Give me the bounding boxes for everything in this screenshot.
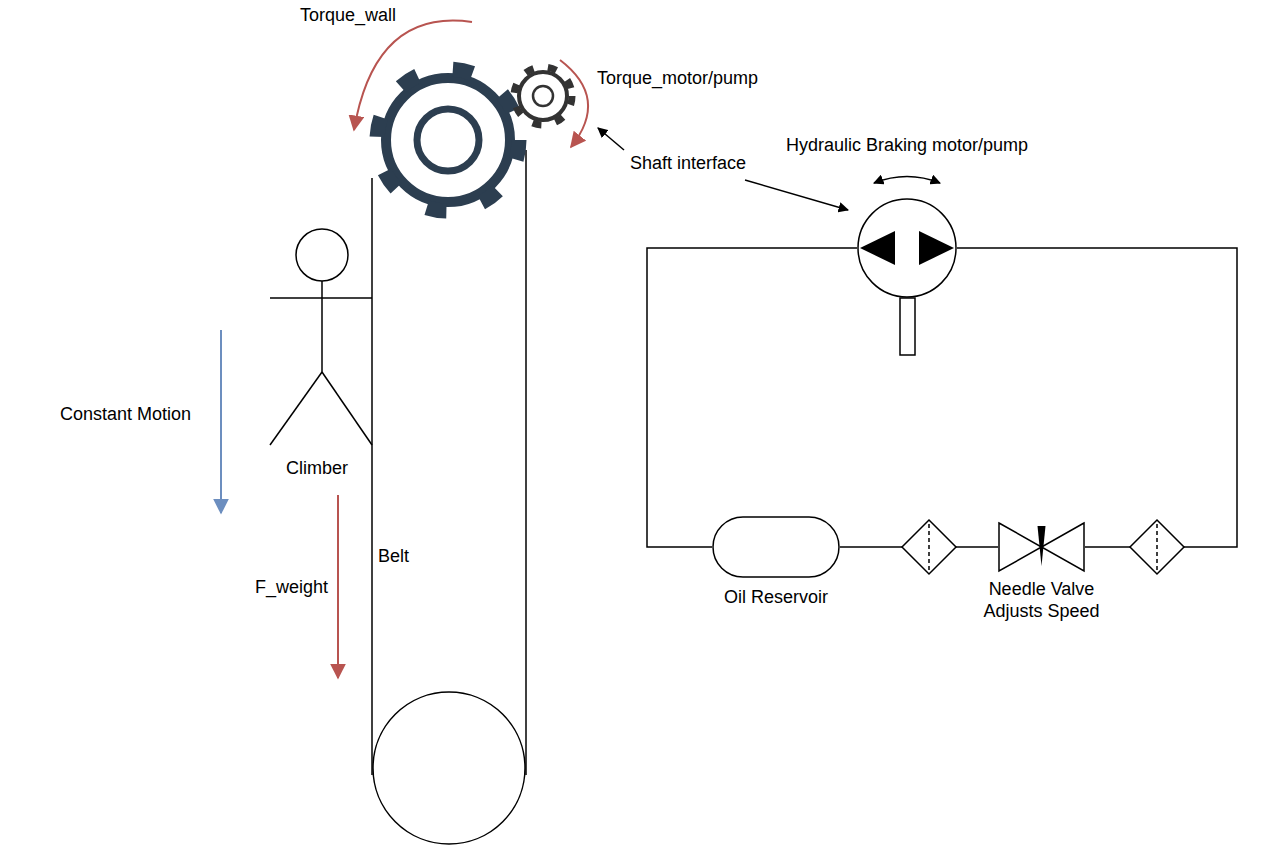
motion-arrow <box>220 330 222 513</box>
needle-valve: Needle Valve Adjusts Speed <box>998 522 1085 572</box>
torque-arrow <box>560 60 588 147</box>
filter-symbol <box>1130 520 1184 574</box>
wall-gear <box>377 69 519 211</box>
part-label: Belt <box>378 545 409 567</box>
torque-arrow <box>354 21 472 130</box>
leader-arrow <box>598 128 624 150</box>
belt <box>372 150 526 844</box>
force-label: F_weight <box>255 576 328 598</box>
hydraulic-motor: Hydraulic Braking motor/pump <box>857 198 957 298</box>
motor-drain <box>900 298 915 355</box>
figure-label: Climber <box>286 457 348 479</box>
hydraulic-line <box>647 248 857 547</box>
climber-figure <box>270 229 372 445</box>
node-label: Oil Reservoir <box>724 586 828 608</box>
valve-outline <box>998 522 1085 572</box>
weight-arrow <box>337 495 339 678</box>
filter-symbol <box>902 520 956 574</box>
node-label: Needle Valve Adjusts Speed <box>972 578 1112 622</box>
rotation-arrow <box>874 177 940 184</box>
capsule-outline <box>712 516 840 578</box>
torque-label: Torque_motor/pump <box>597 67 758 89</box>
hydraulic-line <box>957 248 1237 547</box>
motor-gear <box>514 67 572 125</box>
callout-label: Shaft interface <box>628 152 748 174</box>
motor-outline <box>857 198 957 298</box>
motion-label: Constant Motion <box>60 403 191 425</box>
node-label: Hydraulic Braking motor/pump <box>786 134 1028 156</box>
leader-arrow <box>745 180 848 210</box>
torque-label: Torque_wall <box>300 4 396 26</box>
oil-reservoir: Oil Reservoir <box>712 516 840 578</box>
